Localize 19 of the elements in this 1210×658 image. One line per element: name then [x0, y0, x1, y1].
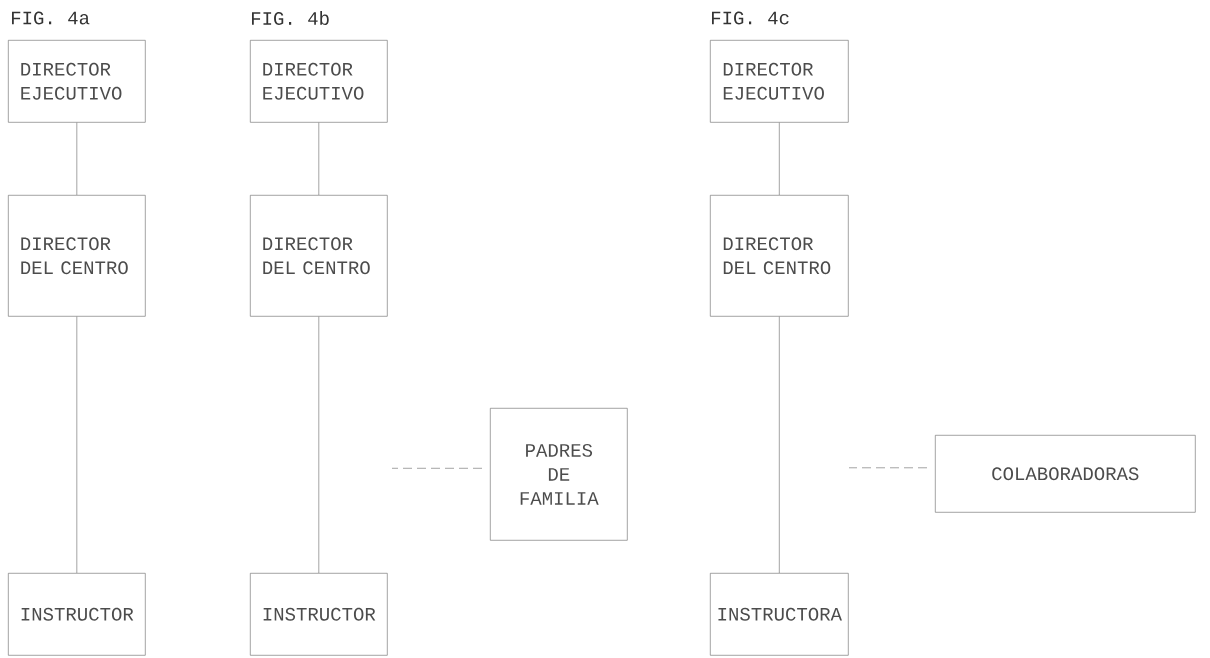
org-box: INSTRUCTOR	[250, 573, 388, 656]
connector-line	[779, 122, 780, 196]
org-box: INSTRUCTOR	[8, 573, 146, 656]
connector-line	[779, 316, 780, 574]
connector-line	[318, 122, 320, 196]
org-box: PADRES DE FAMILIA	[490, 408, 628, 541]
org-box: DIRECTOR DEL CENTRO	[8, 195, 146, 317]
org-box: DIRECTOR EJECUTIVO	[710, 40, 849, 123]
dashed-line	[848, 467, 928, 469]
connector-line	[76, 316, 78, 574]
org-box: DIRECTOR DEL CENTRO	[710, 195, 849, 317]
org-box: INSTRUCTORA	[710, 573, 849, 656]
connector-line	[318, 316, 320, 574]
org-box: COLABORADORAS	[935, 435, 1196, 513]
org-box: DIRECTOR DEL CENTRO	[250, 195, 388, 317]
dashed-line	[391, 468, 483, 469]
org-box: DIRECTOR EJECUTIVO	[8, 40, 146, 123]
org-box: DIRECTOR EJECUTIVO	[250, 40, 388, 123]
connector-line	[76, 122, 78, 196]
